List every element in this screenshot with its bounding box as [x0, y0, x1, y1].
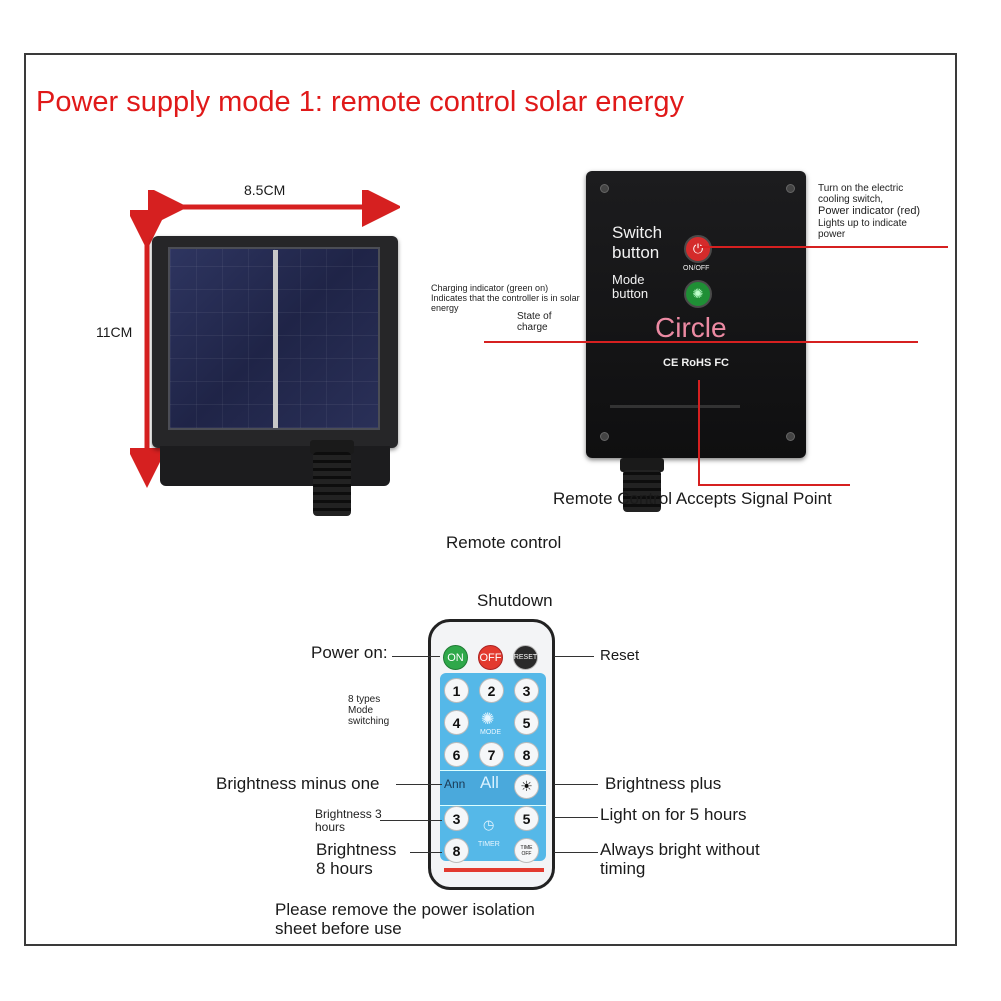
- panel-connector: [313, 452, 351, 516]
- content-frame: [24, 53, 957, 946]
- shutdown-label: Shutdown: [477, 591, 553, 610]
- power-pointer-line: [700, 246, 948, 248]
- height-label: 11CM: [96, 324, 133, 340]
- state-of-charge-label: State of charge: [517, 311, 552, 333]
- pointer-brightness-minus: [396, 784, 442, 785]
- pointer-power-on: [392, 656, 440, 657]
- power-on-label: Power on:: [311, 643, 388, 662]
- remote-reset-button[interactable]: RESET: [513, 645, 538, 670]
- brightness-3-hours-label: Brightness 3 hours: [315, 807, 382, 834]
- page-title: Power supply mode 1: remote control sola…: [36, 86, 684, 118]
- remote-mode-3-button[interactable]: 3: [514, 678, 539, 703]
- mode-switching-label: 8 types Mode switching: [348, 694, 390, 727]
- pointer-always: [554, 852, 598, 853]
- remote-mode-7-button[interactable]: 7: [479, 742, 504, 767]
- remote-timer-3-button[interactable]: 3: [444, 806, 469, 831]
- remote-timer-5-button[interactable]: 5: [514, 806, 539, 831]
- brightness-plus-button[interactable]: ☀: [514, 774, 539, 799]
- reset-label: Reset: [600, 647, 640, 664]
- controller-connector-cap: [620, 458, 664, 472]
- remote-off-button[interactable]: OFF: [478, 645, 503, 670]
- remote-mode-4-button[interactable]: 4: [444, 710, 469, 735]
- solar-panel-base: [160, 446, 390, 486]
- remote-mode-6-button[interactable]: 6: [444, 742, 469, 767]
- gear-icon: ✺: [692, 286, 704, 301]
- pointer-brightness-plus: [554, 784, 598, 785]
- power-indicator-note: Turn on the electric cooling switch, Pow…: [818, 183, 921, 240]
- screw: [600, 432, 609, 441]
- power-icon: ⏻: [692, 241, 704, 256]
- always-bright-label: Always bright without timing: [600, 840, 760, 878]
- remote-heading: Remote control: [446, 533, 562, 552]
- remote-mode-5-button[interactable]: 5: [514, 710, 539, 735]
- charge-pointer-line: [484, 341, 918, 343]
- mode-text: MODE: [480, 729, 501, 736]
- switch-button-label: Switch button: [612, 223, 663, 262]
- timer-text: TIMER: [478, 841, 500, 848]
- controller-box: [586, 171, 806, 458]
- sun-icon: ☀: [520, 778, 533, 794]
- remote-timer-8-button[interactable]: 8: [444, 838, 469, 863]
- brightness-minus-button[interactable]: Ann: [444, 777, 466, 791]
- remote-mode-8-button[interactable]: 8: [514, 742, 539, 767]
- brightness-minus-label: Brightness minus one: [216, 774, 380, 793]
- mode-gear-icon: ✺: [481, 711, 495, 728]
- charging-indicator-note: Charging indicator (green on) Indicates …: [431, 283, 580, 313]
- controller-connector: [623, 470, 661, 512]
- pointer-bright8: [410, 852, 442, 853]
- dimension-arrows: [130, 190, 400, 488]
- isolation-sheet-note: Please remove the power isolation sheet …: [275, 900, 535, 938]
- certification-marks: CE RoHS FC: [663, 357, 729, 369]
- signal-point-label: Remote Control Accepts Signal Point: [553, 489, 832, 508]
- pointer-light5: [554, 817, 598, 818]
- remote-red-strip: [444, 868, 544, 872]
- screw: [600, 184, 609, 193]
- remote-on-button[interactable]: ON: [443, 645, 468, 670]
- pointer-bright3: [380, 820, 442, 821]
- signal-pointer-line-v: [698, 380, 700, 485]
- remote-mode-1-button[interactable]: 1: [444, 678, 469, 703]
- timer-clock-icon: ◷: [483, 817, 495, 832]
- screw: [786, 184, 795, 193]
- brightness-8-hours-label: Brightness 8 hours: [316, 840, 397, 878]
- light-5-hours-label: Light on for 5 hours: [600, 805, 747, 824]
- brightness-all-label: All: [480, 773, 499, 792]
- remote-mode-2-button[interactable]: 2: [479, 678, 504, 703]
- width-label: 8.5CM: [244, 182, 286, 198]
- mode-button[interactable]: ✺: [684, 280, 712, 308]
- power-button[interactable]: ⏻: [684, 235, 712, 263]
- pointer-reset: [554, 656, 594, 657]
- brand-watermark: Circle: [655, 312, 727, 343]
- mode-button-label: Mode button: [612, 272, 649, 301]
- signal-pointer-line-h: [698, 484, 850, 486]
- solar-panel-strip: [273, 250, 278, 428]
- ir-receiver: [610, 405, 740, 408]
- brightness-plus-label: Brightness plus: [605, 774, 722, 793]
- screw: [786, 432, 795, 441]
- onoff-label: ON/OFF: [683, 265, 710, 272]
- panel-connector-cap: [310, 440, 354, 454]
